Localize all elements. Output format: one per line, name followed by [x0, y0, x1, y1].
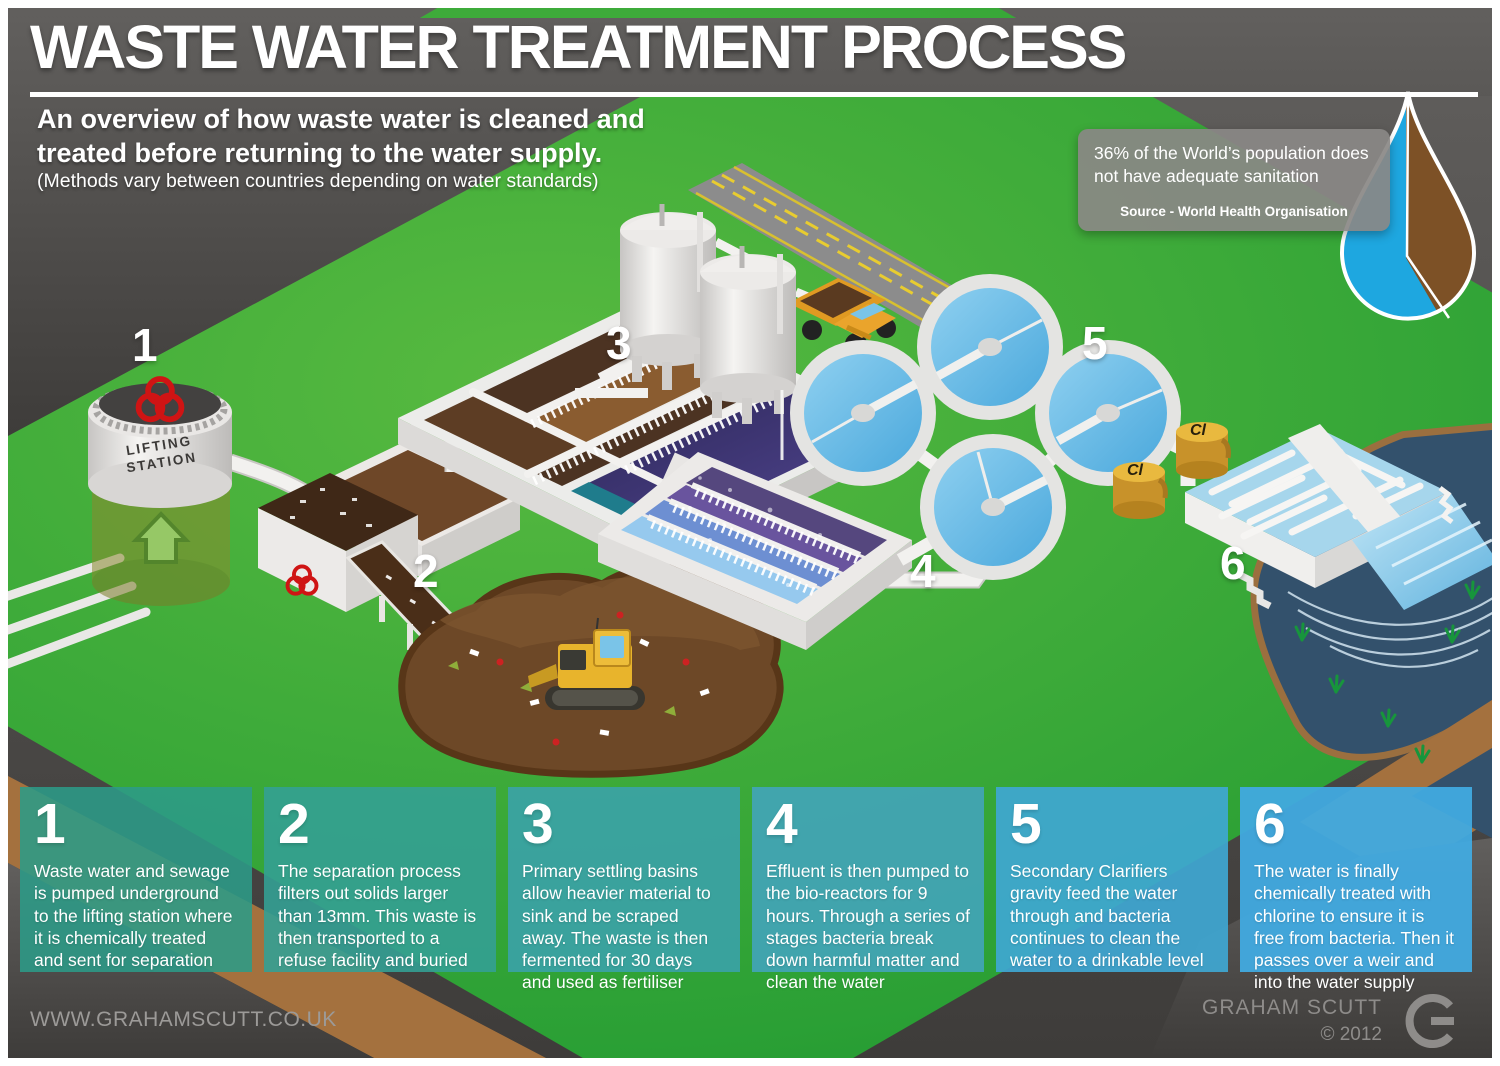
step-text: Primary settling basins allow heavier ma… — [522, 861, 711, 993]
step-number: 4 — [766, 792, 798, 856]
diagram-marker-1: 1 — [132, 319, 158, 371]
road-graphic — [688, 163, 1008, 346]
step-number: 5 — [1010, 792, 1042, 856]
chlorine-tank-icon — [1113, 462, 1168, 519]
author-name: GRAHAM SCUTT — [1202, 996, 1382, 1019]
separation-tank-graphic — [258, 411, 531, 672]
step-panel-3: 3 Primary settling basins allow heavier … — [508, 787, 740, 992]
subtitle-line-1: An overview of how waste water is cleane… — [37, 104, 645, 134]
title-underline — [30, 92, 1478, 97]
step-text: Secondary Clarifiers gravity feed the wa… — [1010, 861, 1204, 971]
page-title: WASTE WATER TREATMENT PROCESS — [30, 13, 1127, 81]
step-text: Waste water and sewage is pumped undergr… — [34, 861, 233, 971]
chlorine-tank-icon — [1176, 422, 1231, 479]
step-panel-2: 2 The separation process filters out sol… — [264, 787, 496, 972]
water-drop-icon — [1340, 90, 1476, 321]
methods-note: (Methods vary between countries dependin… — [37, 170, 599, 192]
subtitle-line-2: treated before returning to the water su… — [37, 138, 603, 169]
sanitation-fact-box: 36% of the World’s population does not h… — [1078, 129, 1390, 231]
chlorine-label: Cl — [1127, 462, 1143, 479]
step-text: The separation process filters out solid… — [278, 861, 477, 971]
diagram-marker-5: 5 — [1082, 317, 1108, 369]
website-url: WWW.GRAHAMSCUTT.CO.UK — [30, 1008, 337, 1031]
g-logo-icon — [1405, 994, 1454, 1048]
step-text: Effluent is then pumped to the bio-react… — [766, 861, 970, 993]
diagram-marker-2: 2 — [413, 545, 439, 597]
diagram-marker-3: 3 — [606, 317, 632, 369]
dump-truck-icon — [788, 278, 896, 355]
clarifiers-graphic — [790, 274, 1196, 580]
subtitle: An overview of how waste water is cleane… — [37, 102, 645, 170]
step-number: 3 — [522, 792, 554, 856]
refuse-pile-graphic — [398, 562, 784, 778]
step-panels: 1 Waste water and sewage is pumped under… — [20, 787, 1472, 992]
step-text: The water is finally chemically treated … — [1254, 861, 1455, 993]
fact-source: Source - World Health Organisation — [1120, 203, 1348, 219]
bulldozer-icon — [528, 617, 645, 710]
fact-text: 36% of the World’s population does not h… — [1094, 143, 1369, 186]
bio-reactor-graphic — [598, 452, 1005, 650]
author-credit: GRAHAM SCUTT © 2012 — [1202, 996, 1382, 1046]
step-panel-4: 4 Effluent is then pumped to the bio-rea… — [752, 787, 984, 992]
diagram-marker-4: 4 — [910, 545, 936, 597]
step-number: 2 — [278, 792, 310, 856]
step-number: 1 — [34, 792, 66, 856]
chlorine-weir-graphic — [1113, 422, 1492, 764]
chlorine-label: Cl — [1190, 422, 1206, 439]
step-panel-1: 1 Waste water and sewage is pumped under… — [20, 787, 252, 972]
step-panel-5: 5 Secondary Clarifiers gravity feed the … — [996, 787, 1228, 972]
digester-tanks-graphic — [575, 163, 1008, 460]
diagram-marker-6: 6 — [1220, 537, 1246, 589]
step-number: 6 — [1254, 792, 1286, 856]
step-panel-6: 6 The water is finally chemically treate… — [1240, 787, 1472, 992]
copyright: © 2012 — [1320, 1024, 1382, 1045]
